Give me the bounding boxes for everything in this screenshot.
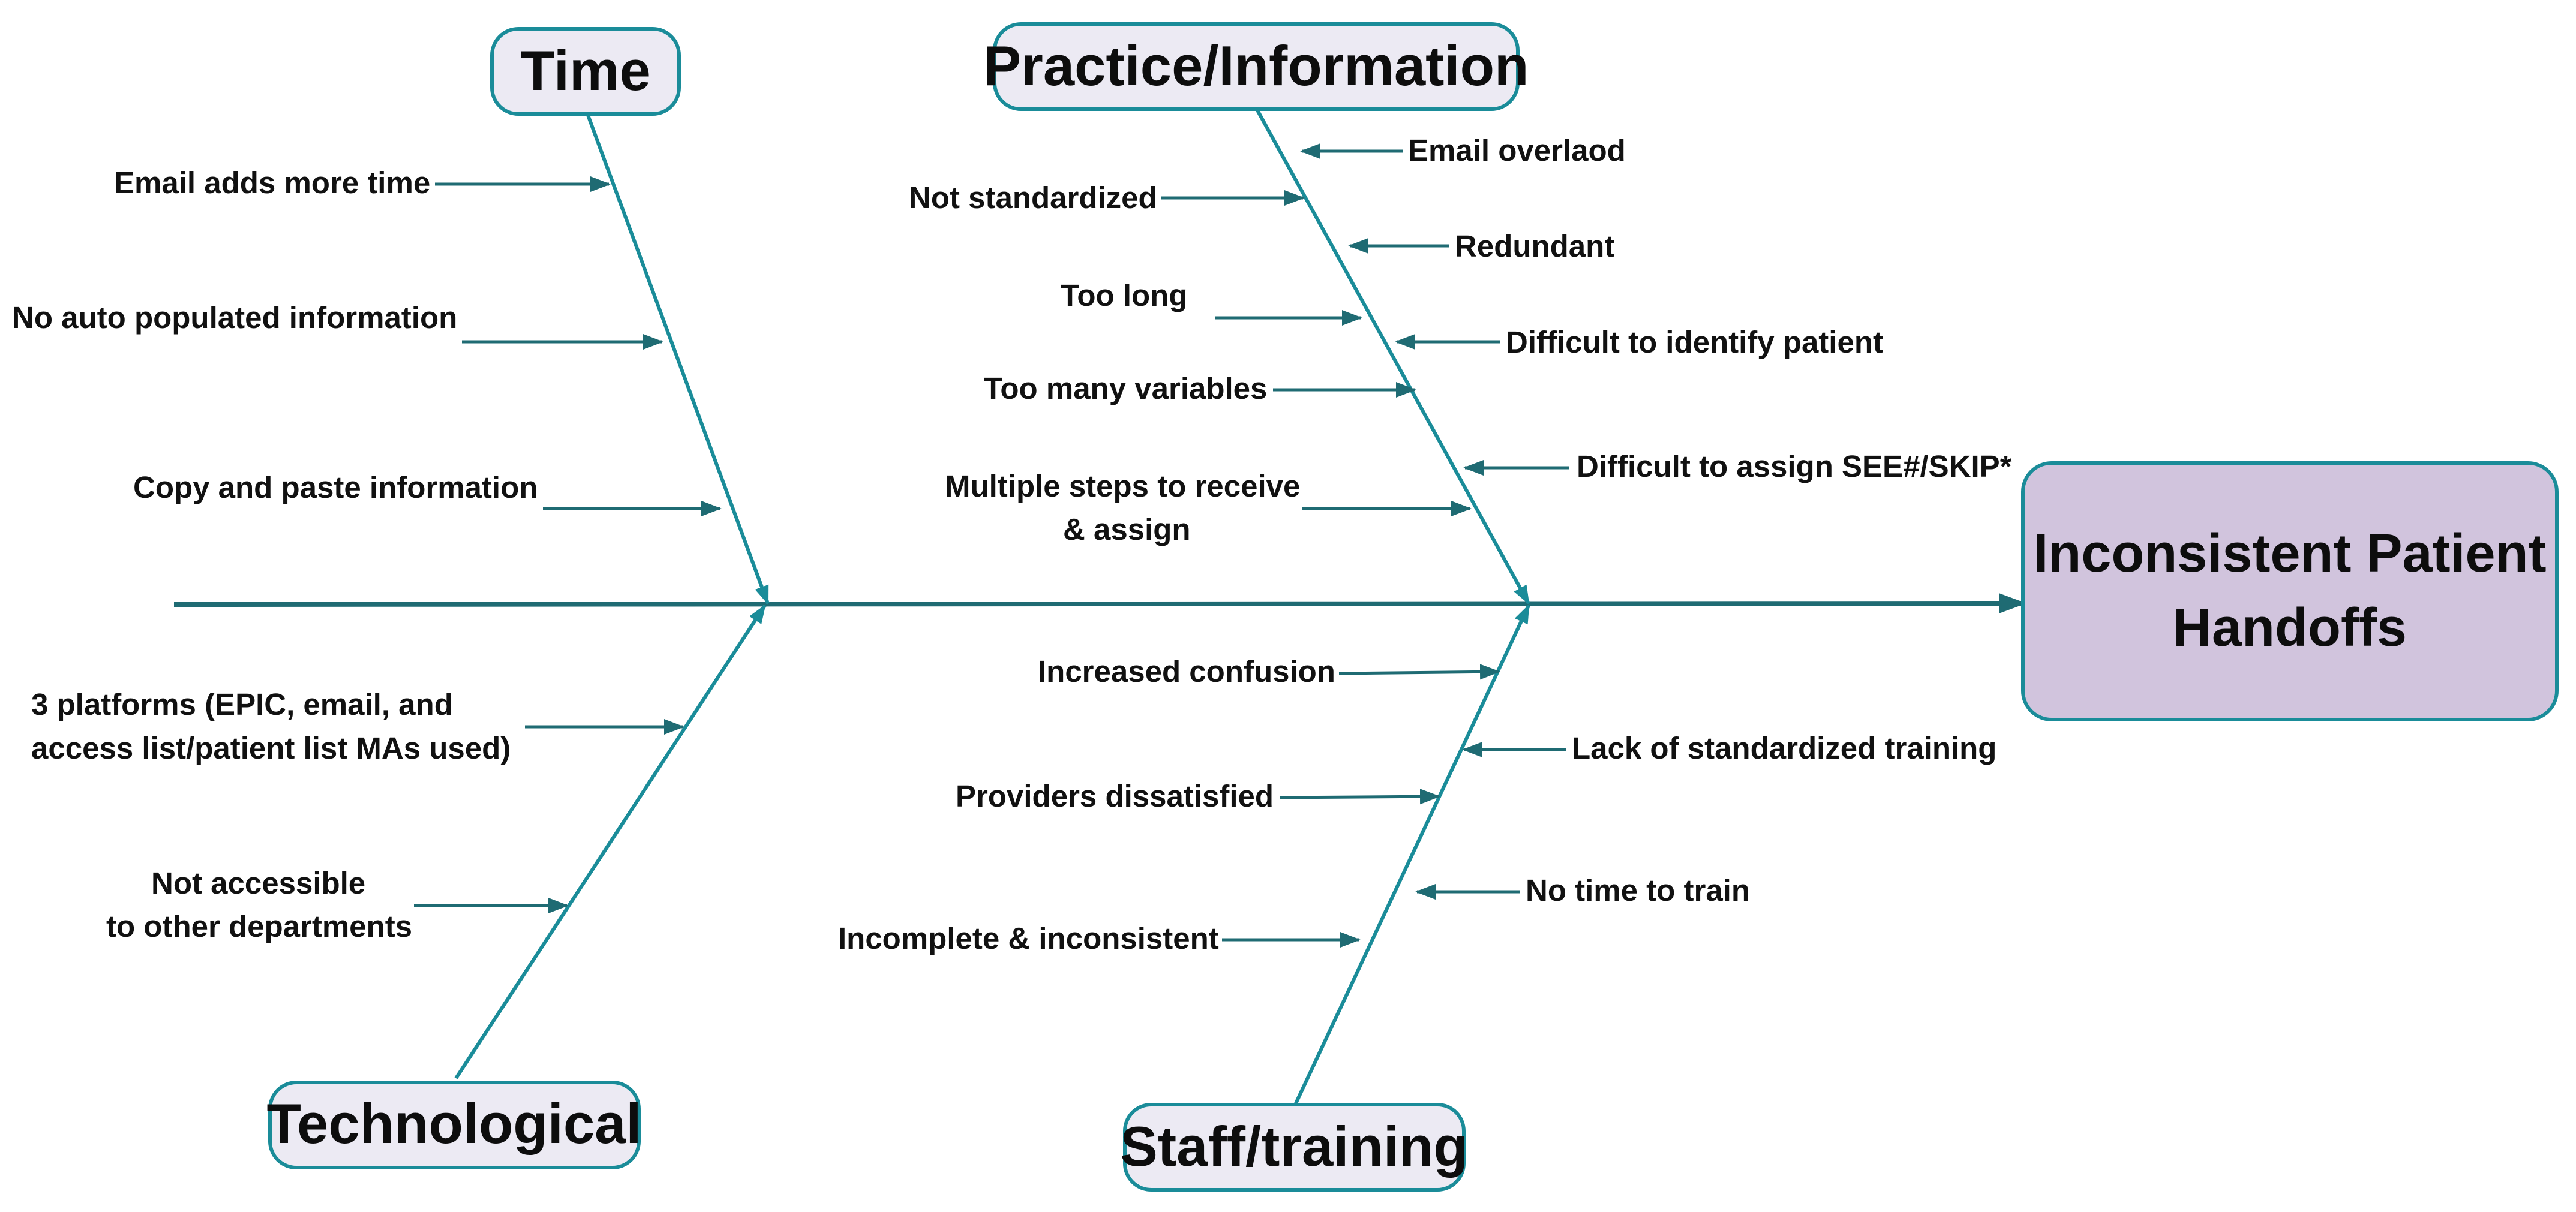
- category-label-staff: Staff/training: [1120, 1115, 1468, 1178]
- cause-arrow: [1279, 789, 1440, 805]
- cause-increased-confusion: Increased confusion: [1038, 654, 1335, 688]
- effect-label-line1: Inconsistent Patient: [2033, 524, 2546, 584]
- spine: [173, 593, 2026, 614]
- bone-technological: [454, 604, 767, 1079]
- bone-time: [586, 114, 770, 605]
- category-box-practice: [993, 22, 1520, 111]
- category-label-time: Time: [520, 39, 651, 102]
- category-box-technological: [268, 1081, 641, 1169]
- cause-too-long: Too long: [1061, 278, 1187, 312]
- cause-difficult-identify: Difficult to identify patient: [1506, 325, 1883, 359]
- cause-too-many-variables: Too many variables: [984, 371, 1267, 405]
- cause-not-accessible-line2: to other departments: [106, 909, 412, 943]
- effect-box: [2021, 461, 2559, 721]
- cause-difficult-assign: Difficult to assign SEE#/SKIP*: [1577, 449, 2012, 483]
- cause-copy-paste: Copy and paste information: [133, 470, 538, 504]
- bone-practice: [1255, 108, 1530, 605]
- cause-not-standardized: Not standardized: [909, 181, 1157, 215]
- cause-multiple-steps-line1: Multiple steps to receive: [945, 469, 1300, 503]
- bone-staff: [1294, 604, 1530, 1105]
- cause-lack-training: Lack of standardized training: [1572, 731, 1996, 765]
- category-box-time: [490, 27, 681, 116]
- category-box-staff: [1123, 1103, 1466, 1192]
- cause-multiple-steps-line2: & assign: [1063, 512, 1191, 546]
- cause-email-overload: Email overlaod: [1408, 133, 1626, 167]
- cause-arrow: [1338, 664, 1500, 680]
- cause-no-auto-populated: No auto populated information: [12, 300, 457, 335]
- cause-redundant: Redundant: [1455, 229, 1614, 263]
- cause-email-adds-time: Email adds more time: [114, 166, 430, 200]
- effect-label-line2: Handoffs: [2173, 598, 2407, 658]
- category-label-technological: Technological: [267, 1092, 642, 1155]
- cause-3-platforms-line1: 3 platforms (EPIC, email, and: [31, 687, 453, 721]
- cause-not-accessible-line1: Not accessible: [151, 866, 365, 900]
- category-label-practice: Practice/Information: [984, 34, 1529, 97]
- cause-providers-dissatisfied: Providers dissatisfied: [956, 779, 1274, 813]
- cause-3-platforms-line2: access list/patient list MAs used): [31, 731, 511, 765]
- cause-no-time-train: No time to train: [1526, 873, 1750, 907]
- cause-incomplete-inconsistent: Incomplete & inconsistent: [838, 921, 1219, 955]
